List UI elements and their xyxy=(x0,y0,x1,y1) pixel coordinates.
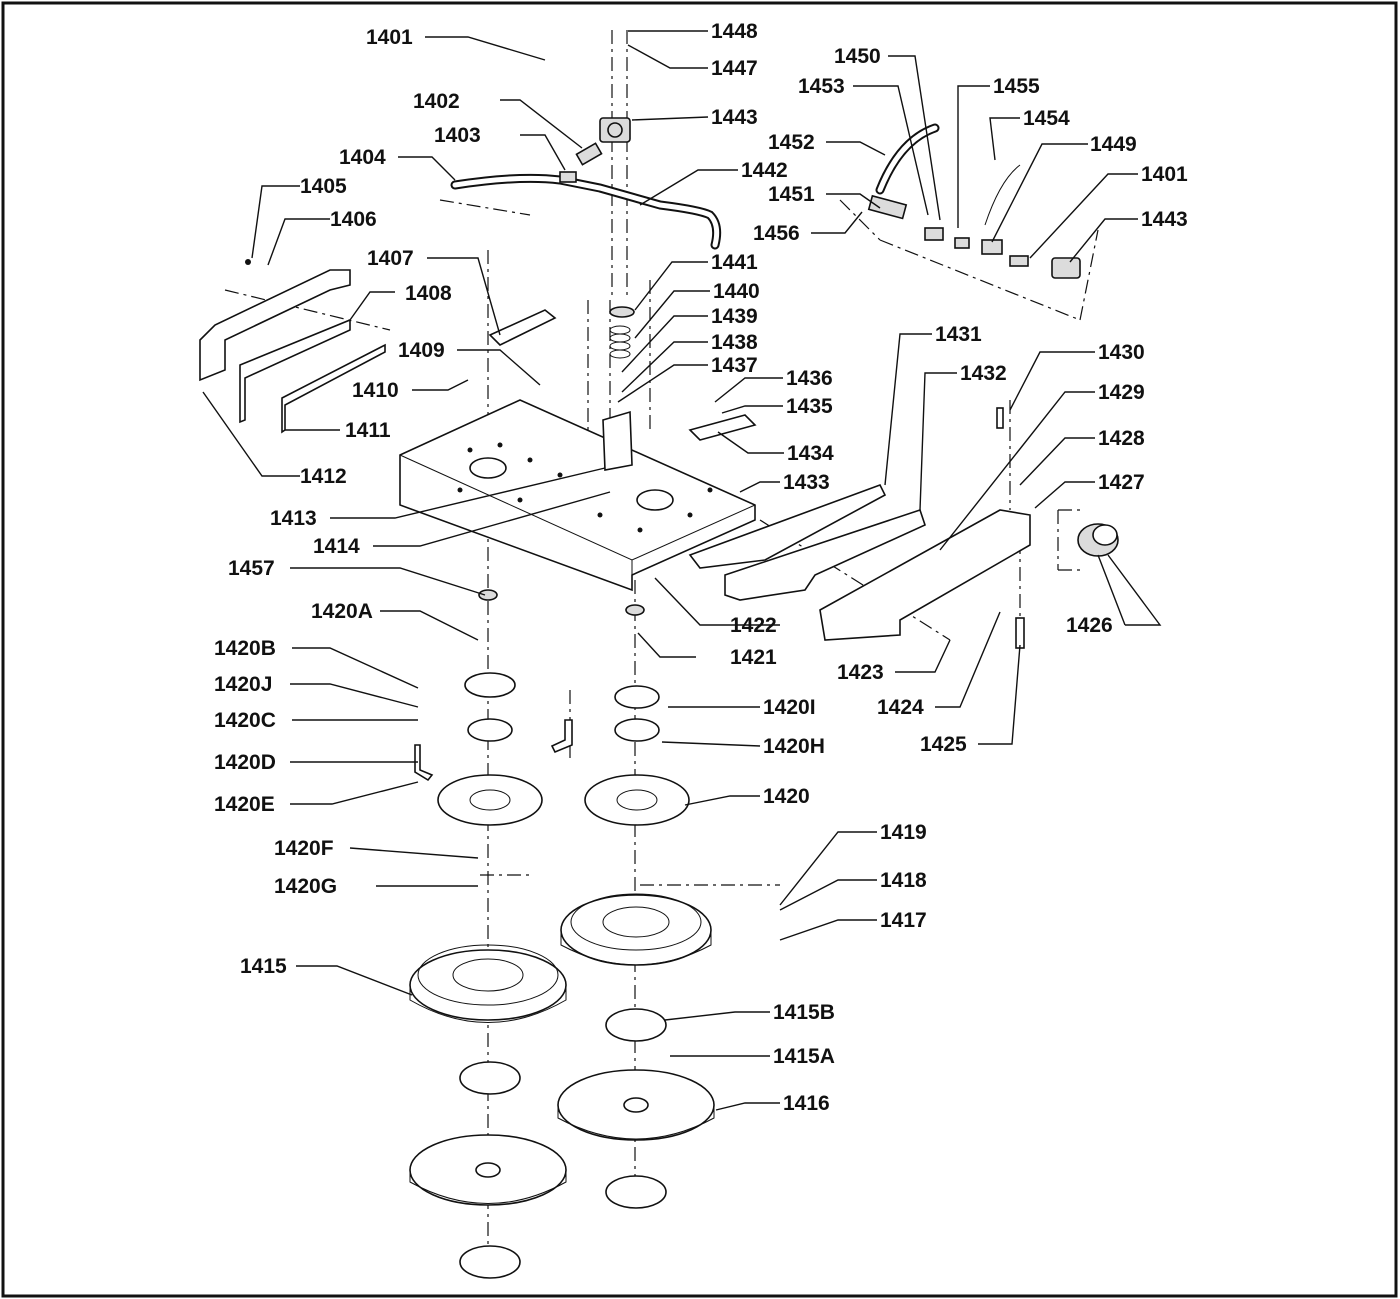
callout-1442: 1442 xyxy=(741,159,788,182)
callout-1423: 1423 xyxy=(837,661,884,684)
callout-1438: 1438 xyxy=(711,331,758,354)
callout-1440: 1440 xyxy=(713,280,760,303)
solenoid-hose-assembly xyxy=(867,123,1081,279)
callout-1452: 1452 xyxy=(768,131,815,154)
callout-1421: 1421 xyxy=(730,646,777,669)
left-brush-assembly xyxy=(409,589,567,1279)
callout-1422: 1422 xyxy=(730,614,777,637)
callout-1415B: 1415B xyxy=(773,1001,835,1024)
right-brush-assembly xyxy=(550,604,715,1209)
leader-lines xyxy=(202,30,1162,1111)
callout-1457: 1457 xyxy=(228,557,275,580)
callout-1420H: 1420H xyxy=(763,735,825,758)
callout-1403: 1403 xyxy=(434,124,481,147)
callout-1437: 1437 xyxy=(711,354,758,377)
callout-1432: 1432 xyxy=(960,362,1007,385)
callout-1430: 1430 xyxy=(1098,341,1145,364)
callout-1435: 1435 xyxy=(786,395,833,418)
callout-1420J: 1420J xyxy=(214,673,272,696)
callout-1434: 1434 xyxy=(787,442,834,465)
callout-1402: 1402 xyxy=(413,90,460,113)
callout-1420G: 1420G xyxy=(274,875,337,898)
callout-1443-right: 1443 xyxy=(1141,208,1188,231)
callout-1408: 1408 xyxy=(405,282,452,305)
callout-1436: 1436 xyxy=(786,367,833,390)
callout-1448: 1448 xyxy=(711,20,758,43)
callout-1431: 1431 xyxy=(935,323,982,346)
hose-assembly xyxy=(450,27,722,250)
callout-1409: 1409 xyxy=(398,339,445,362)
callout-1429: 1429 xyxy=(1098,381,1145,404)
callout-1449: 1449 xyxy=(1090,133,1137,156)
brackets xyxy=(488,309,757,441)
callout-1420D: 1420D xyxy=(214,751,276,774)
callout-1418: 1418 xyxy=(880,869,927,892)
callout-1456: 1456 xyxy=(753,222,800,245)
callout-1412: 1412 xyxy=(300,465,347,488)
callout-1415A: 1415A xyxy=(773,1045,835,1068)
callout-1417: 1417 xyxy=(880,909,927,932)
splash-skirt-assembly xyxy=(199,259,386,434)
callout-1413: 1413 xyxy=(270,507,317,530)
callout-1404: 1404 xyxy=(339,146,386,169)
callout-1420A: 1420A xyxy=(311,600,373,623)
callout-1424: 1424 xyxy=(877,696,924,719)
callout-1420F: 1420F xyxy=(274,837,334,860)
callout-1414: 1414 xyxy=(313,535,360,558)
callout-1447: 1447 xyxy=(711,57,758,80)
callout-1407: 1407 xyxy=(367,247,414,270)
callout-1401: 1401 xyxy=(366,26,413,49)
spring-stack xyxy=(609,306,635,359)
callout-labels: 1401 1402 1403 1404 1405 1406 1407 1408 … xyxy=(214,20,1188,1115)
callout-1406: 1406 xyxy=(330,208,377,231)
callout-1428: 1428 xyxy=(1098,427,1145,450)
callout-1441: 1441 xyxy=(711,251,758,274)
callout-1439: 1439 xyxy=(711,305,758,328)
callout-1411: 1411 xyxy=(345,419,391,442)
callout-1450: 1450 xyxy=(834,45,881,68)
callout-1405: 1405 xyxy=(300,175,347,198)
callout-1410: 1410 xyxy=(352,379,399,402)
callout-1451: 1451 xyxy=(768,183,815,206)
callout-1433: 1433 xyxy=(783,471,830,494)
callout-1427: 1427 xyxy=(1098,471,1145,494)
callout-1420B: 1420B xyxy=(214,637,276,660)
callout-1443-left: 1443 xyxy=(711,106,758,129)
callout-1420I: 1420I xyxy=(763,696,816,719)
side-frame-assembly xyxy=(688,407,1119,649)
callout-1415: 1415 xyxy=(240,955,287,978)
callout-1425: 1425 xyxy=(920,733,967,756)
callout-1454: 1454 xyxy=(1023,107,1070,130)
callout-1426: 1426 xyxy=(1066,614,1113,637)
callout-1419: 1419 xyxy=(880,821,927,844)
callout-1416: 1416 xyxy=(783,1092,830,1115)
callout-1453: 1453 xyxy=(798,75,845,98)
deck-plate xyxy=(399,399,756,592)
callout-1455: 1455 xyxy=(993,75,1040,98)
callout-1401-right: 1401 xyxy=(1141,163,1188,186)
callout-1420E: 1420E xyxy=(214,793,275,816)
callout-1420: 1420 xyxy=(763,785,810,808)
callout-1420C: 1420C xyxy=(214,709,276,732)
